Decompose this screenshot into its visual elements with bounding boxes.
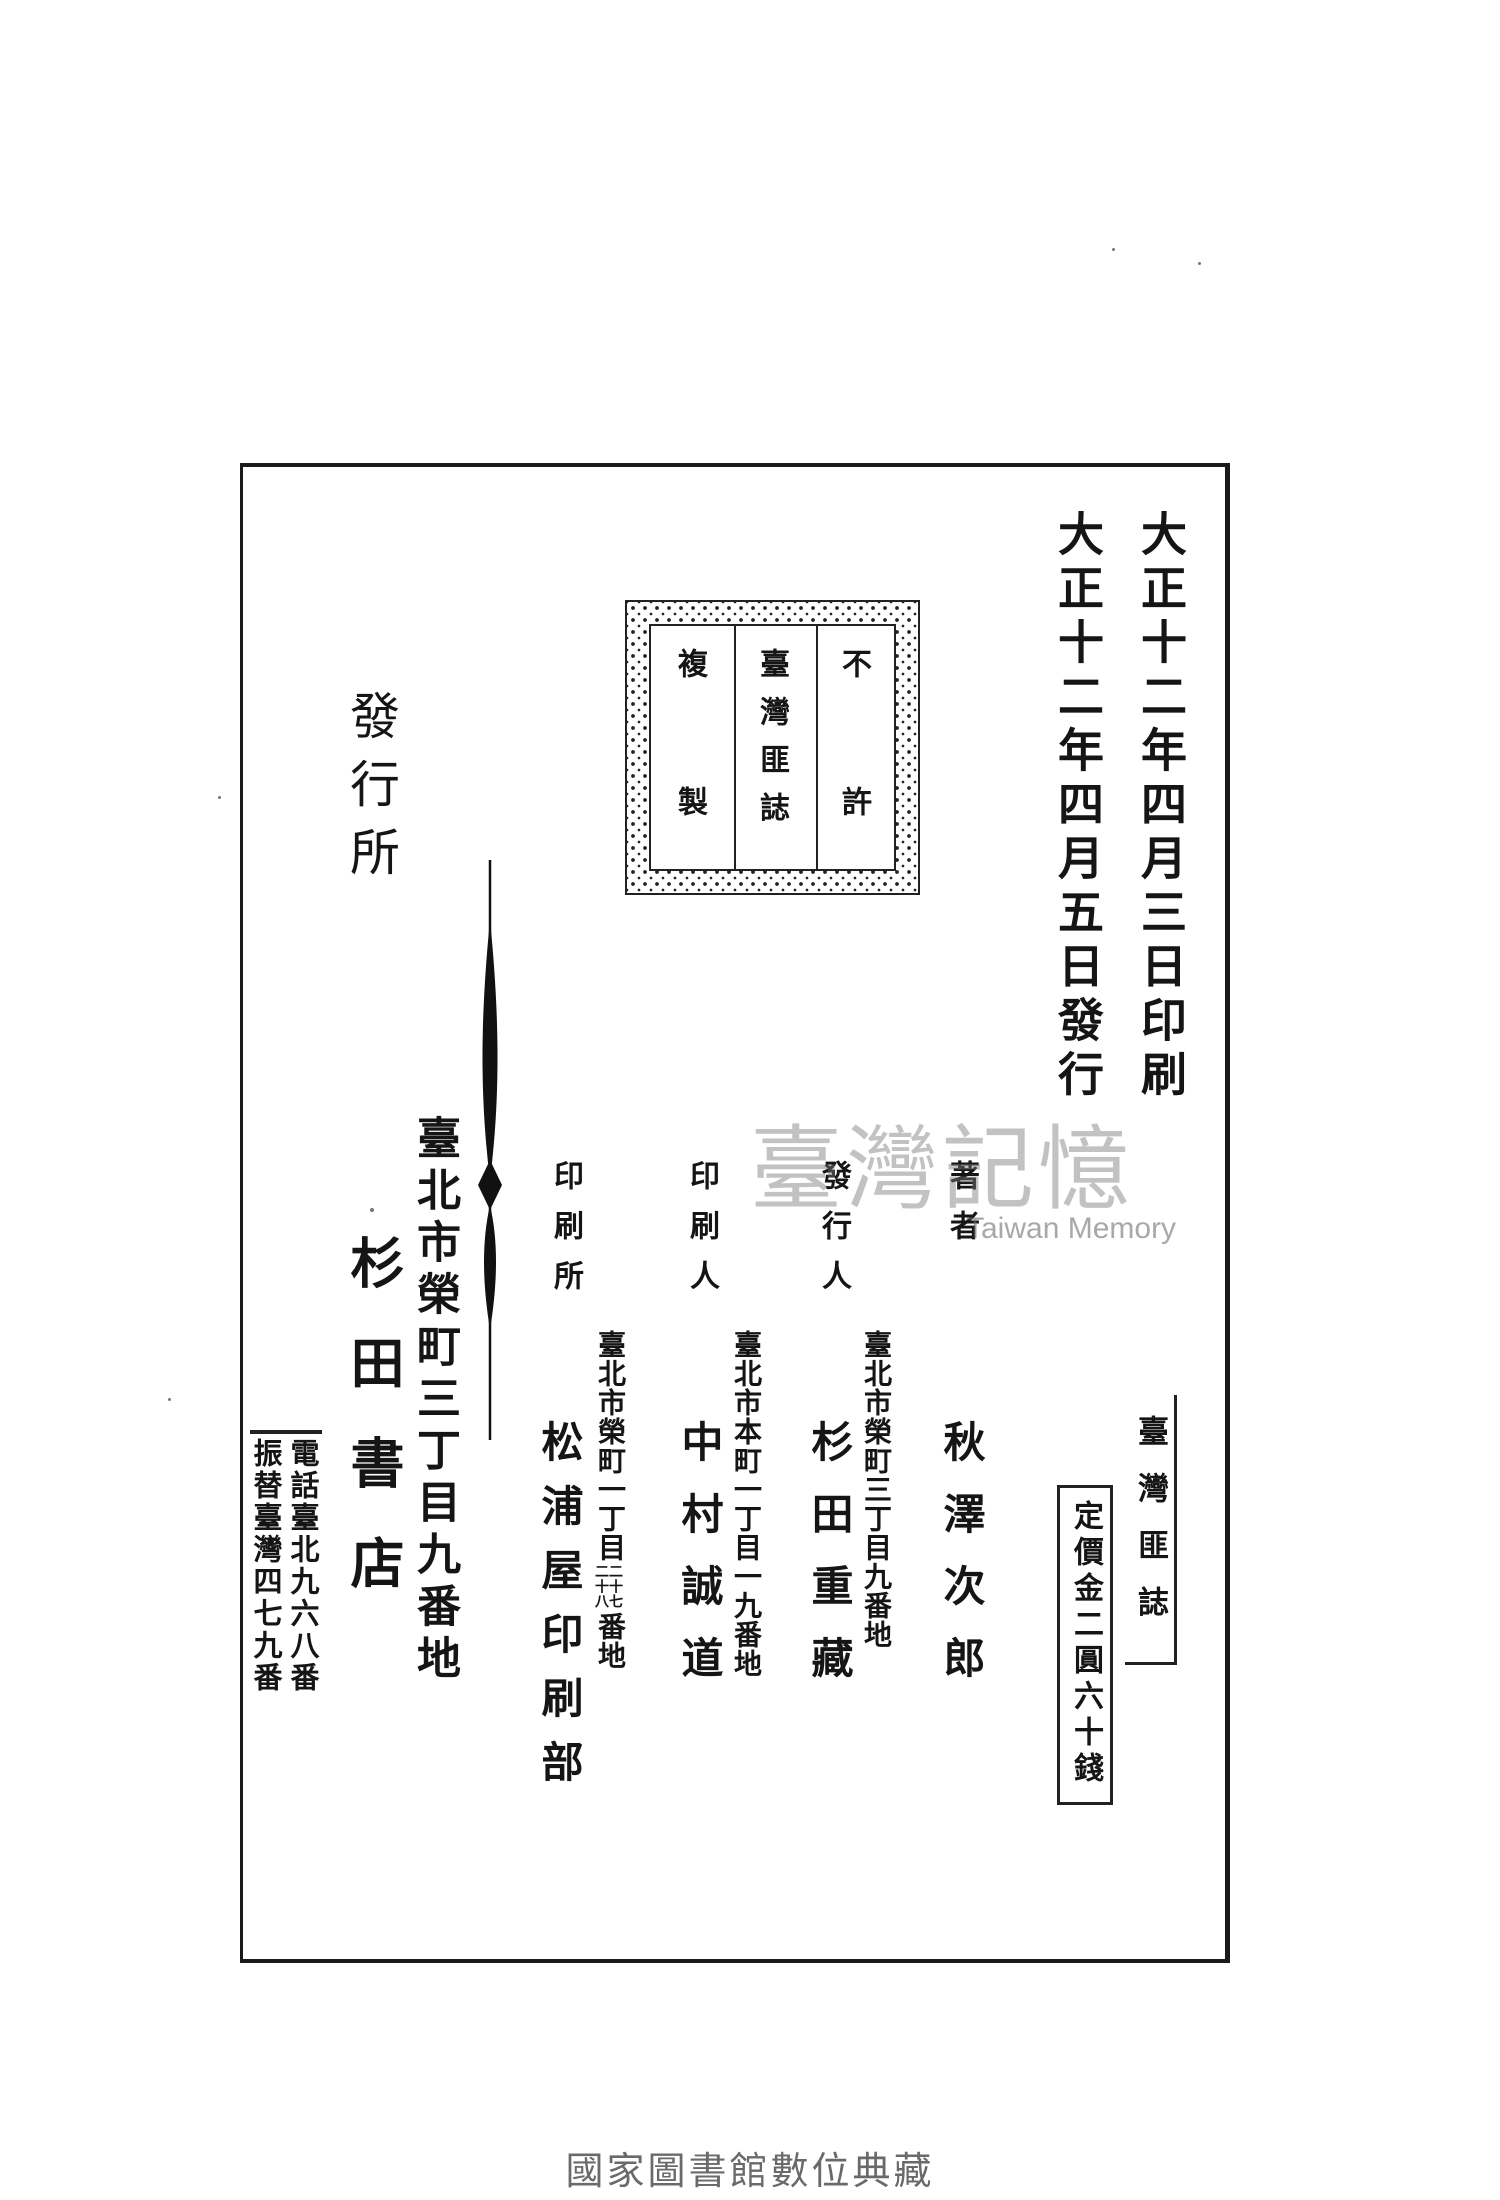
printing-office-address-a: 臺北市榮町一丁目 [594, 1330, 627, 1562]
footer-archive-text: 國家圖書館數位典藏 [565, 2149, 935, 2193]
scan-speck [370, 1208, 374, 1212]
issuer-name: 杉田書店 [341, 1235, 405, 1635]
printer-person-address: 臺北市本町一丁目一九番地 [730, 1330, 763, 1678]
title-box-text: 臺灣匪誌 [1132, 1415, 1168, 1643]
publish-date: 大正十二年四月五日發行 [1051, 510, 1105, 1104]
issuer-label: 發行所 [342, 690, 400, 894]
publisher-person-address: 臺北市榮町三丁目九番地 [860, 1330, 893, 1649]
printing-office-label: 印刷所 [548, 1160, 583, 1310]
scan-speck [1112, 248, 1115, 251]
printer-person-label: 印刷人 [684, 1160, 719, 1310]
stamp-text-2: 臺灣匪誌 [754, 648, 789, 840]
publisher-person-label: 發行人 [816, 1160, 851, 1310]
stamp-text-3: 複製 [672, 648, 707, 924]
stamp-text-1: 不許 [836, 648, 871, 924]
no-copy-stamp: 不許 臺灣匪誌 複製 [625, 600, 920, 924]
printing-office-name: 松浦屋印刷部 [535, 1420, 584, 1804]
author-name: 秋澤次郎 [937, 1420, 986, 1708]
issuer-phone: 電話臺北九六八番 [286, 1438, 320, 1694]
printing-office-address-c: 番地 [594, 1612, 627, 1670]
watermark-logo: 臺灣記憶 [750, 1116, 1135, 1223]
printing-office-address-b1: 二十七 [607, 1564, 623, 1609]
price-box-text: 定價金二圓六十錢 [1068, 1500, 1103, 1788]
phone-box-line [250, 1430, 322, 1434]
issuer-transfer: 振替臺灣四七九番 [249, 1438, 283, 1694]
scan-speck [218, 796, 221, 799]
price-box: 定價金二圓六十錢 [1057, 1485, 1113, 1805]
ornament-divider [478, 860, 502, 1440]
issuer-address: 臺北市榮町三丁目九番地 [409, 1115, 460, 1687]
scan-speck [1198, 262, 1201, 265]
author-label: 著者 [944, 1160, 979, 1260]
watermark-logo-en: Taiwan Memory [966, 1212, 1177, 1245]
publisher-person-name: 杉田重藏 [805, 1420, 854, 1708]
print-date: 大正十二年四月三日印刷 [1134, 510, 1188, 1104]
printing-office-address-b2: 二十八 [593, 1564, 609, 1609]
printer-person-name: 中村誠道 [675, 1420, 724, 1708]
title-box: 臺灣匪誌 [1125, 1395, 1177, 1665]
scan-speck [168, 1398, 171, 1401]
colophon-frame [240, 463, 1230, 1963]
